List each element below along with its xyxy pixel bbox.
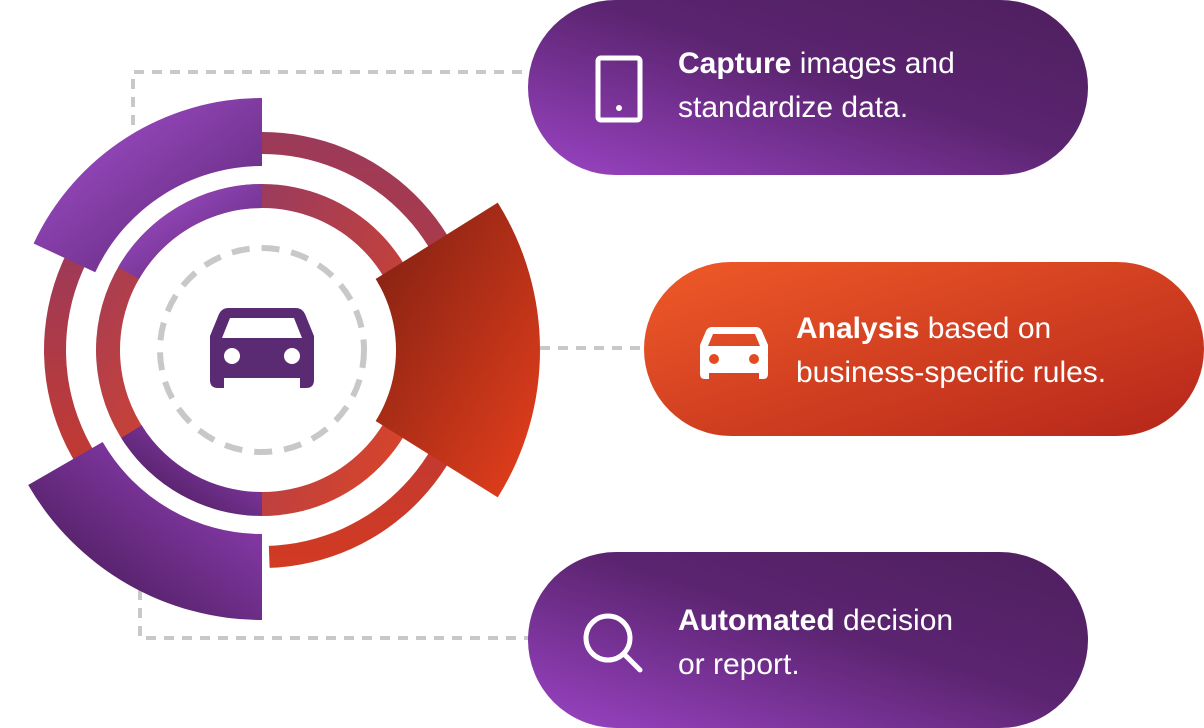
car-icon [700, 327, 768, 379]
search-icon [583, 613, 643, 673]
pill-capture [528, 0, 1088, 175]
tablet-icon-dot [616, 105, 622, 111]
center-dashed-circle [157, 245, 367, 455]
connector-automated [138, 590, 528, 640]
inner-ring-purple-bottom [121, 425, 262, 516]
outer-arc-right [262, 132, 481, 568]
step-automated-text: Automated decision or report. [678, 604, 961, 681]
pill-analysis [644, 262, 1204, 436]
connectors [131, 70, 645, 640]
step-capture: Capture images and standardize data. [528, 0, 1088, 175]
inner-ring-right [262, 184, 428, 516]
circular-diagram [28, 98, 541, 620]
center-car-icon [210, 308, 314, 388]
segment-purple-top [33, 98, 262, 273]
step-automated: Automated decision or report. [528, 552, 1088, 728]
step-capture-text: Capture images and standardize data. [678, 47, 963, 124]
inner-ring-purple-top [118, 184, 263, 279]
tablet-icon [595, 55, 643, 123]
step-analysis-text: Analysis based on business-specific rule… [796, 312, 1106, 389]
segment-orange-right [363, 202, 541, 498]
segment-purple-bottom [28, 442, 262, 620]
pill-automated [528, 552, 1088, 728]
step-analysis: Analysis based on business-specific rule… [644, 262, 1204, 436]
